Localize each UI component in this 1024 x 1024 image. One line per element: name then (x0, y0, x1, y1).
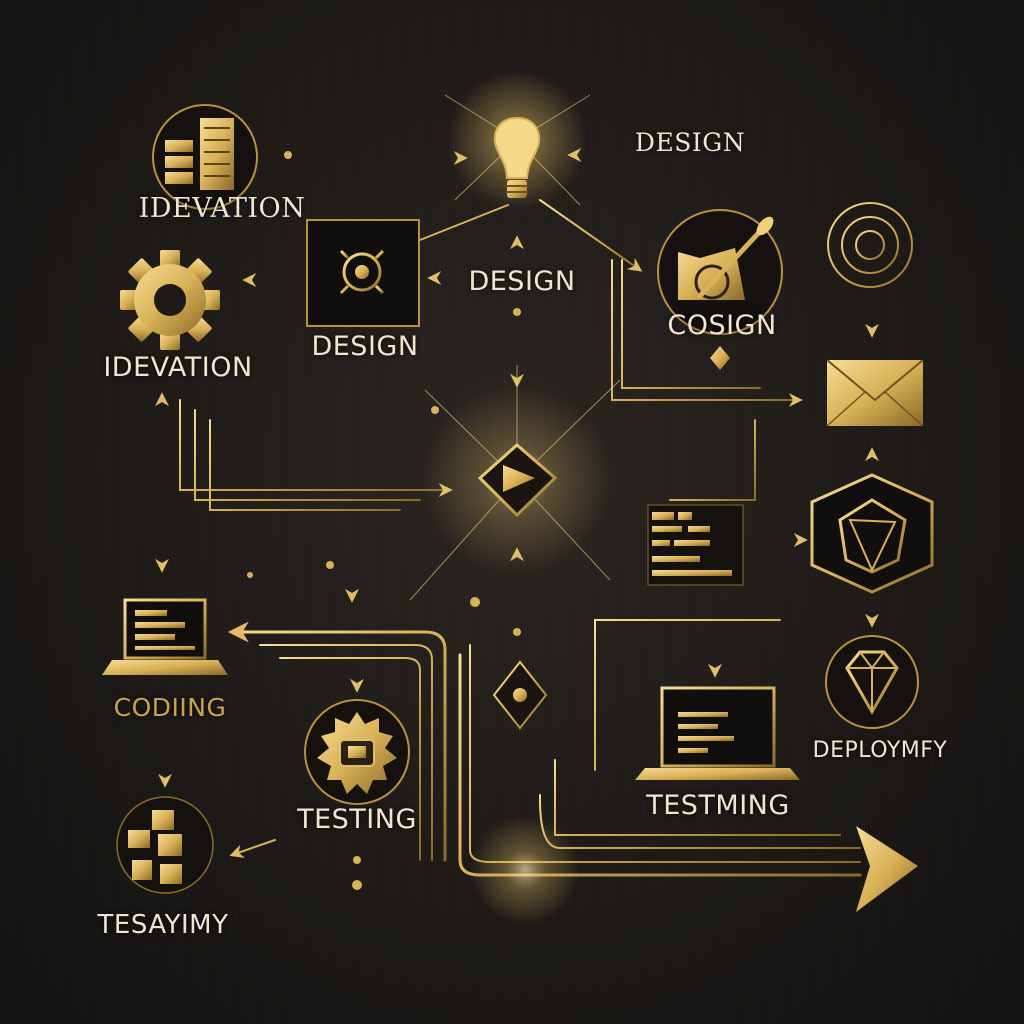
gear-icon (120, 250, 220, 350)
connector-bulb-down-left (419, 204, 509, 241)
target-icon (823, 198, 917, 292)
document-stack-icon (152, 104, 258, 210)
connector-sweep-to-coding (227, 621, 447, 862)
dot (247, 572, 253, 578)
lightbulb-icon (444, 70, 591, 210)
connector-flow-center-c (209, 419, 401, 511)
decorative-dots (247, 151, 521, 890)
design-gear-box-icon (306, 219, 420, 327)
dot (513, 628, 521, 636)
connector-flow-envelope-b (621, 259, 761, 389)
brush-palette-icon (657, 209, 783, 335)
label-coding: CODIING (113, 693, 227, 722)
big-arrow-right-icon (856, 826, 918, 912)
label-ideation-top: IDEVATION (138, 193, 306, 224)
connector-right-vertical (669, 419, 756, 501)
label-deploymfy: DEPLOYMFY (812, 738, 948, 763)
label-design-top-right: DESIGN (634, 128, 746, 157)
dot (353, 856, 361, 864)
laptop-left-icon (102, 598, 228, 675)
connector-sweep-to-coding-c (279, 657, 421, 861)
label-testing: TESTING (297, 804, 417, 835)
dot (326, 561, 334, 569)
dot (513, 308, 521, 316)
blocks-icon (116, 796, 214, 894)
connector-bulb-down-right (539, 199, 643, 272)
envelope-icon (826, 359, 924, 427)
dot (431, 406, 439, 414)
laptop-right-icon (635, 686, 800, 780)
small-diamond-icon (492, 660, 548, 730)
label-cosign: COSIGN (667, 310, 777, 341)
cosign-diamond-icon (710, 346, 730, 370)
connector-flow-center-b (194, 409, 421, 501)
connector-down-to-laptop (594, 619, 781, 771)
label-design-box: DESIGN (311, 331, 419, 362)
label-ideation-left: IDEVATION (103, 352, 253, 383)
connector-sweep-to-coding-b (259, 644, 433, 861)
code-lines-icon (647, 504, 744, 586)
dot (352, 880, 362, 890)
center-diamond-icon (477, 443, 558, 518)
gem-circle-icon (825, 635, 919, 729)
dot (284, 151, 292, 159)
sun-badge-icon (304, 699, 410, 805)
connector-to-blocks (229, 839, 276, 858)
bottom-glow (470, 815, 580, 925)
connector-flow-envelope-a (611, 259, 803, 407)
label-design-center: DESIGN (468, 266, 576, 297)
dot (470, 597, 480, 607)
connector-flow-center-a (179, 399, 453, 497)
label-tesayimy: TESAYIMY (97, 910, 229, 940)
label-testming: TESTMING (646, 790, 790, 821)
gem-hexagon-icon (810, 473, 934, 594)
